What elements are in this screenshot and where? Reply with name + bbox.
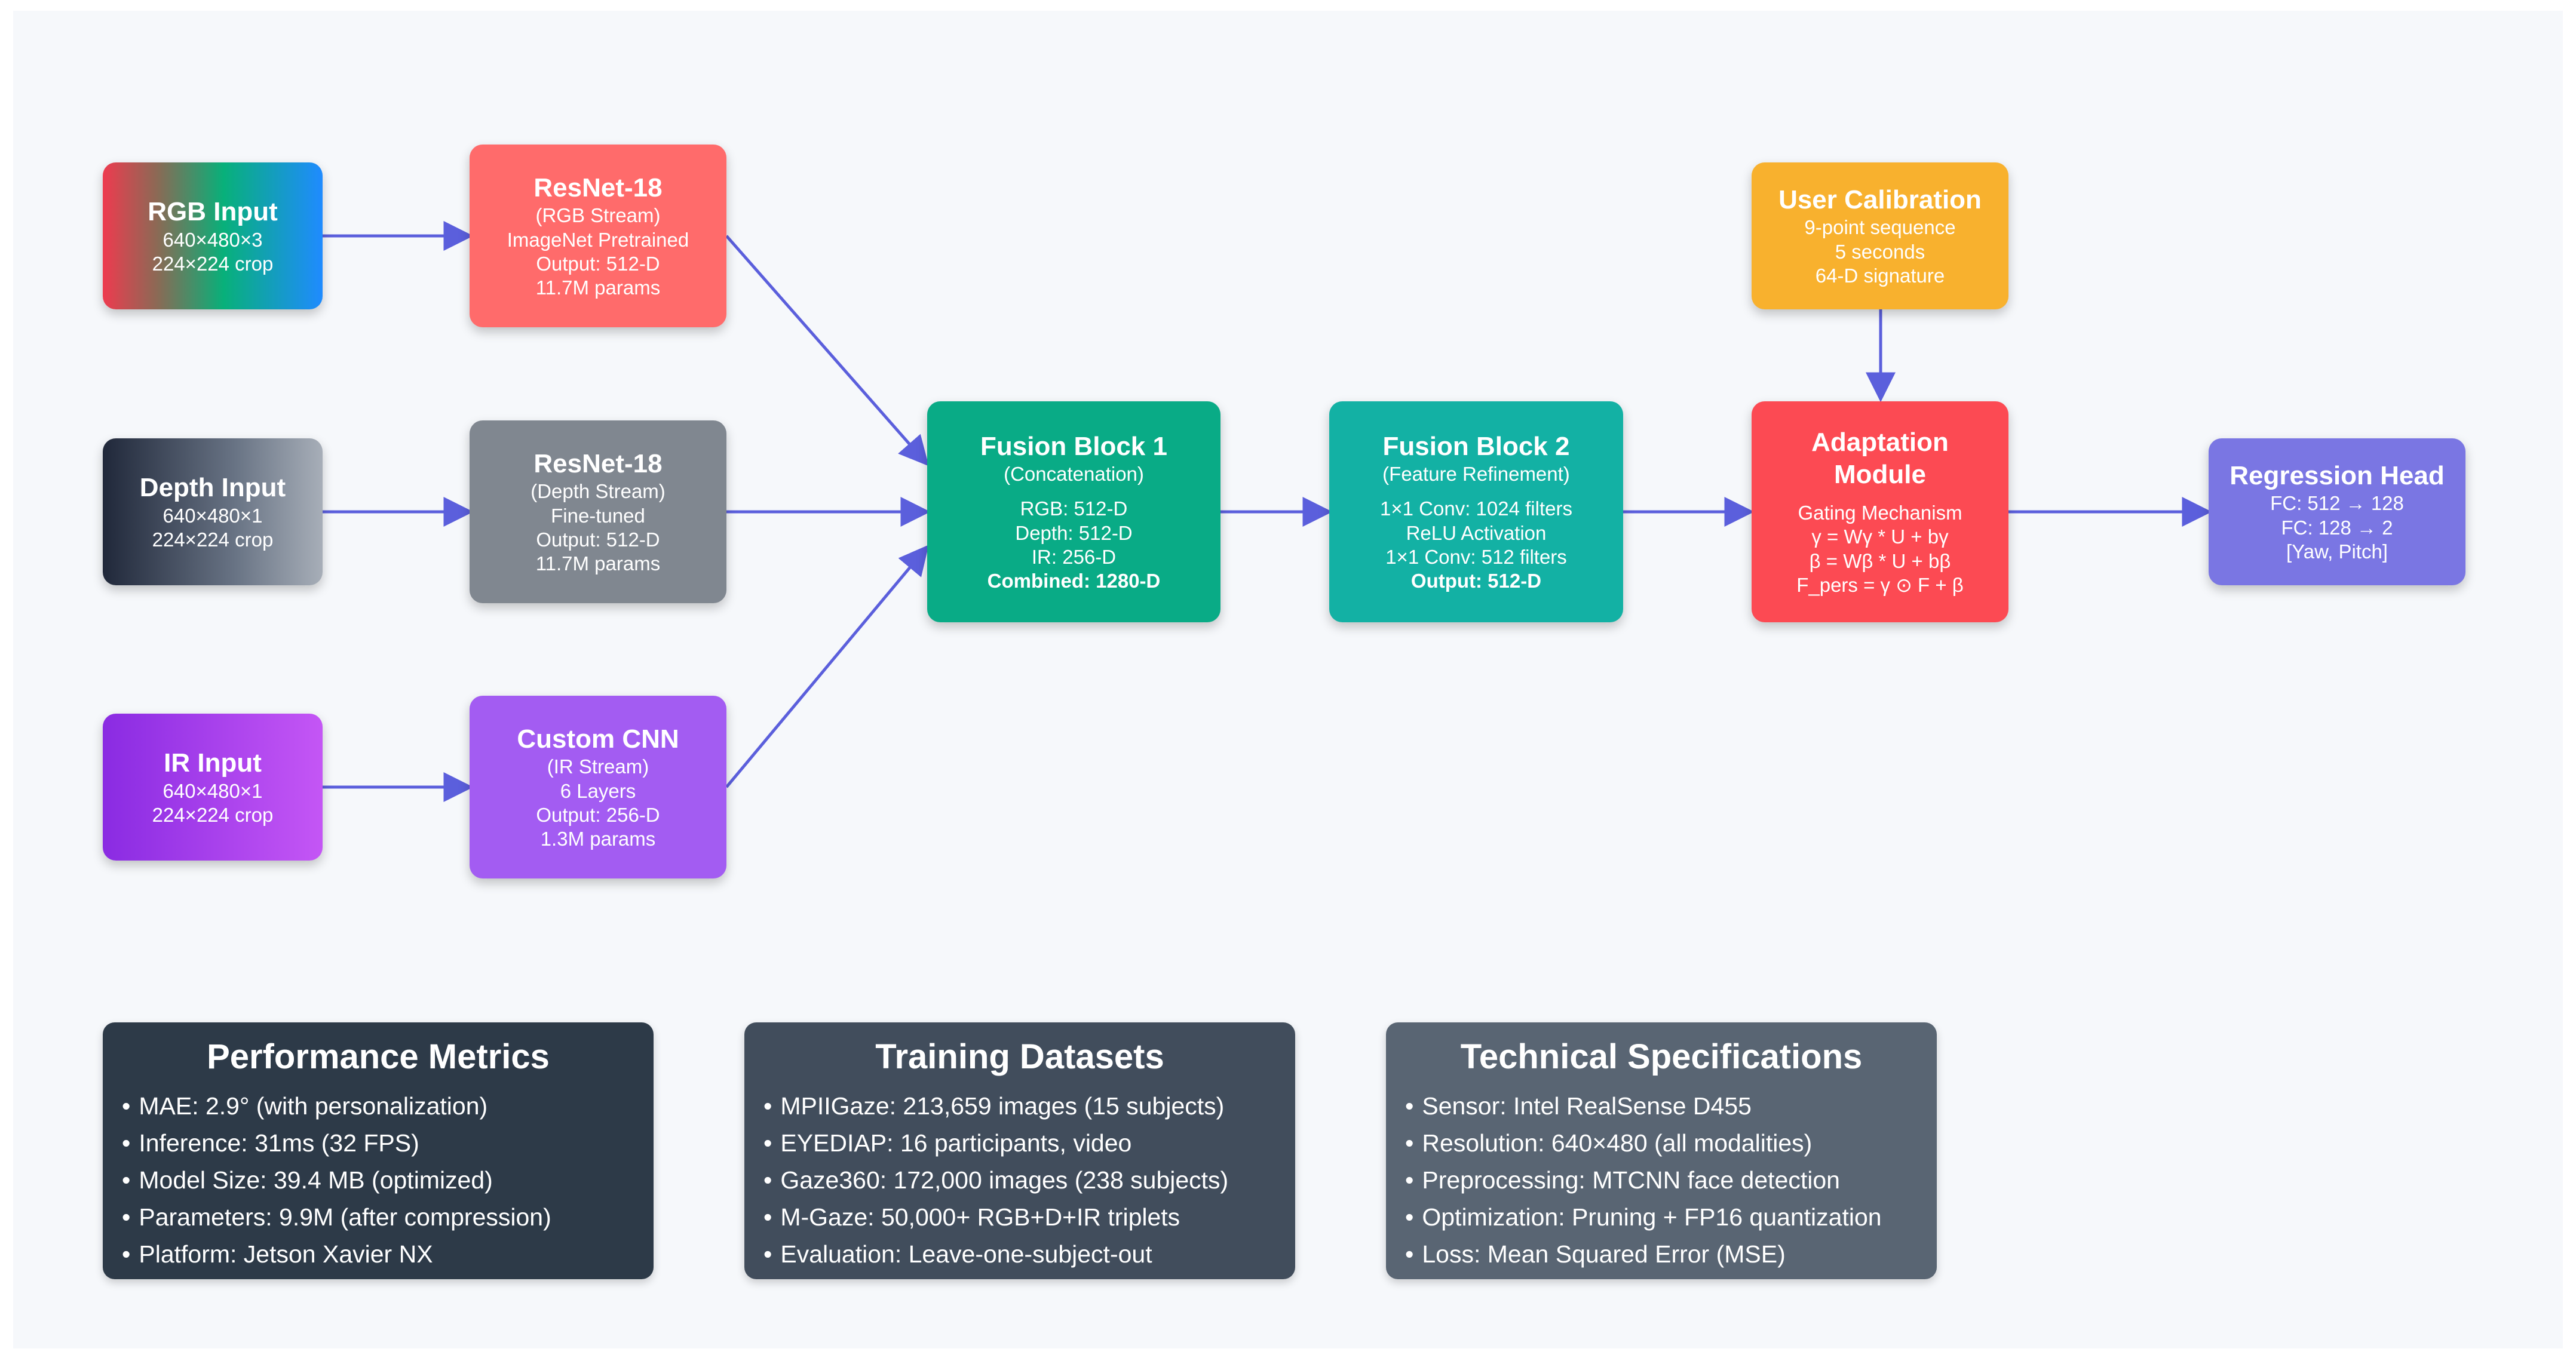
fusion-block-2-line: 1×1 Conv: 512 filters (1385, 545, 1567, 568)
adaptation-module-line: Gating Mechanism (1798, 502, 1962, 524)
panel-title: Technical Specifications (1460, 1037, 1863, 1076)
fusion-block-2-line: ReLU Activation (1406, 521, 1547, 544)
user-calibration-title: User Calibration (1778, 185, 1982, 214)
depth-input-title: Depth Input (139, 472, 286, 502)
regression-head-line: FC: 512 → 128 (2270, 492, 2404, 515)
list-item: Inference: 31ms (32 FPS) (122, 1125, 634, 1162)
list-item: Gaze360: 172,000 images (238 subjects) (763, 1162, 1276, 1199)
list-item: Model Size: 39.4 MB (optimized) (122, 1162, 634, 1199)
list-item: EYEDIAP: 16 participants, video (763, 1125, 1276, 1162)
resnet-rgb-node: ResNet-18 (RGB Stream) ImageNet Pretrain… (470, 145, 726, 327)
resnet-rgb-line: Output: 512-D (536, 252, 660, 275)
regression-head-line: [Yaw, Pitch] (2286, 540, 2388, 563)
list-item: Evaluation: Leave-one-subject-out (763, 1236, 1276, 1273)
list-item: Loss: Mean Squared Error (MSE) (1405, 1236, 1918, 1273)
panel-title: Training Datasets (875, 1037, 1164, 1076)
resnet-depth-line: Output: 512-D (536, 528, 660, 551)
ir-input-node: IR Input 640×480×1 224×224 crop (103, 714, 323, 861)
custom-cnn-title: Custom CNN (517, 724, 679, 754)
resnet-rgb-line: (RGB Stream) (535, 204, 661, 227)
performance-metrics-panel: Performance Metrics MAE: 2.9° (with pers… (103, 1022, 654, 1279)
resnet-depth-line: Fine-tuned (551, 504, 645, 527)
fusion-block-2-output: Output: 512-D (1410, 570, 1542, 592)
fusion-block-1-output: Combined: 1280-D (987, 570, 1161, 592)
regression-head-node: Regression Head FC: 512 → 128 FC: 128 → … (2209, 438, 2465, 585)
resnet-depth-title: ResNet-18 (533, 448, 663, 478)
fusion-block-1-node: Fusion Block 1 (Concatenation) RGB: 512-… (927, 401, 1220, 622)
custom-cnn-line: 1.3M params (540, 828, 656, 850)
fusion-block-1-line: IR: 256-D (1031, 545, 1117, 568)
panel-title: Performance Metrics (207, 1037, 550, 1076)
adaptation-module-line: F_pers = γ ⊙ F + β (1796, 573, 1964, 596)
user-calibration-line: 5 seconds (1835, 240, 1925, 263)
fusion-block-2-title: Fusion Block 2 (1382, 431, 1570, 461)
fusion-block-2-node: Fusion Block 2 (Feature Refinement) 1×1 … (1329, 401, 1623, 622)
fusion-block-1-line: Depth: 512-D (1015, 521, 1133, 544)
list-item: Platform: Jetson Xavier NX (122, 1236, 634, 1273)
list-item: MPIIGaze: 213,659 images (15 subjects) (763, 1087, 1276, 1125)
resnet-depth-node: ResNet-18 (Depth Stream) Fine-tuned Outp… (470, 420, 726, 603)
adaptation-module-title: Module (1834, 459, 1926, 489)
adaptation-module-node: Adaptation Module Gating Mechanism γ = W… (1752, 401, 2008, 622)
custom-cnn-node: Custom CNN (IR Stream) 6 Layers Output: … (470, 696, 726, 878)
fusion-block-1-line: RGB: 512-D (1020, 497, 1128, 520)
resnet-depth-line: 11.7M params (535, 552, 661, 575)
rgb-input-node: RGB Input 640×480×3 224×224 crop (103, 162, 323, 309)
user-calibration-line: 64-D signature (1815, 264, 1945, 287)
custom-cnn-line: Output: 256-D (536, 803, 660, 826)
fusion-block-2-line: 1×1 Conv: 1024 filters (1380, 497, 1572, 520)
resnet-rgb-line: ImageNet Pretrained (507, 228, 689, 251)
list-item: M-Gaze: 50,000+ RGB+D+IR triplets (763, 1199, 1276, 1236)
custom-cnn-line: 6 Layers (560, 779, 636, 802)
technical-specifications-panel: Technical Specifications Sensor: Intel R… (1386, 1022, 1937, 1279)
regression-head-title: Regression Head (2230, 460, 2445, 490)
list-item: Optimization: Pruning + FP16 quantizatio… (1405, 1199, 1918, 1236)
user-calibration-line: 9-point sequence (1804, 216, 1956, 239)
training-datasets-panel: Training Datasets MPIIGaze: 213,659 imag… (744, 1022, 1295, 1279)
adaptation-module-title: Adaptation (1811, 427, 1949, 457)
ir-input-line: 224×224 crop (152, 803, 274, 826)
adaptation-module-line: γ = Wγ * U + bγ (1811, 526, 1949, 548)
list-item: Resolution: 640×480 (all modalities) (1405, 1125, 1918, 1162)
ir-input-title: IR Input (164, 748, 262, 778)
list-item: Sensor: Intel RealSense D455 (1405, 1087, 1918, 1125)
depth-input-node: Depth Input 640×480×1 224×224 crop (103, 438, 323, 585)
ir-input-line: 640×480×1 (162, 779, 263, 802)
list-item: Parameters: 9.9M (after compression) (122, 1199, 634, 1236)
list-item: Preprocessing: MTCNN face detection (1405, 1162, 1918, 1199)
custom-cnn-line: (IR Stream) (547, 755, 649, 778)
depth-input-line: 640×480×1 (162, 504, 263, 527)
fusion-block-1-title: Fusion Block 1 (980, 431, 1167, 461)
resnet-rgb-title: ResNet-18 (533, 173, 663, 202)
rgb-input-line: 224×224 crop (152, 252, 274, 275)
list-item: MAE: 2.9° (with personalization) (122, 1087, 634, 1125)
resnet-rgb-line: 11.7M params (535, 276, 661, 299)
user-calibration-node: User Calibration 9-point sequence 5 seco… (1752, 162, 2008, 309)
depth-input-line: 224×224 crop (152, 528, 274, 551)
adaptation-module-line: β = Wβ * U + bβ (1809, 549, 1951, 572)
rgb-input-line: 640×480×3 (162, 228, 263, 251)
regression-head-line: FC: 128 → 2 (2281, 516, 2393, 539)
resnet-depth-line: (Depth Stream) (530, 480, 666, 503)
fusion-block-1-subtitle: (Concatenation) (1004, 463, 1144, 486)
fusion-block-2-subtitle: (Feature Refinement) (1382, 463, 1570, 486)
rgb-input-title: RGB Input (148, 196, 278, 226)
